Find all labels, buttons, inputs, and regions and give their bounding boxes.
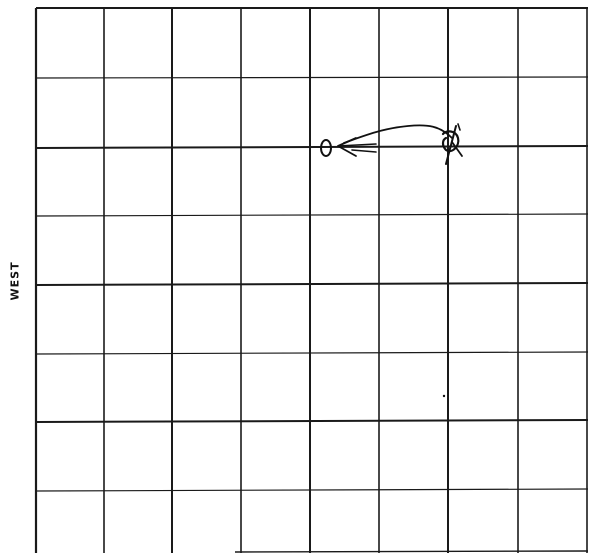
grid-hline-1 bbox=[36, 77, 588, 78]
grid-hline-2 bbox=[36, 146, 588, 148]
arrow-tail-icon bbox=[338, 144, 376, 152]
start-x-mark-icon bbox=[443, 124, 462, 164]
grid-hline-7 bbox=[36, 489, 588, 491]
curved-arrow-icon bbox=[344, 125, 452, 143]
stray-dot-icon bbox=[443, 395, 445, 397]
grid-hline-6 bbox=[36, 420, 588, 422]
end-loop-marker-icon bbox=[321, 140, 331, 156]
grid-vertical-lines bbox=[104, 8, 518, 553]
west-label-text: WEST bbox=[9, 261, 22, 300]
hand-sketch bbox=[321, 124, 462, 397]
west-side-label: WEST bbox=[9, 279, 22, 301]
grid-hline-4 bbox=[36, 283, 588, 285]
grid-hline-5 bbox=[36, 352, 588, 354]
grid-frame bbox=[36, 8, 588, 553]
grid-border-bottom bbox=[235, 551, 588, 552]
grid-hline-3 bbox=[36, 214, 588, 216]
grid-horizontal-lines bbox=[36, 77, 588, 491]
